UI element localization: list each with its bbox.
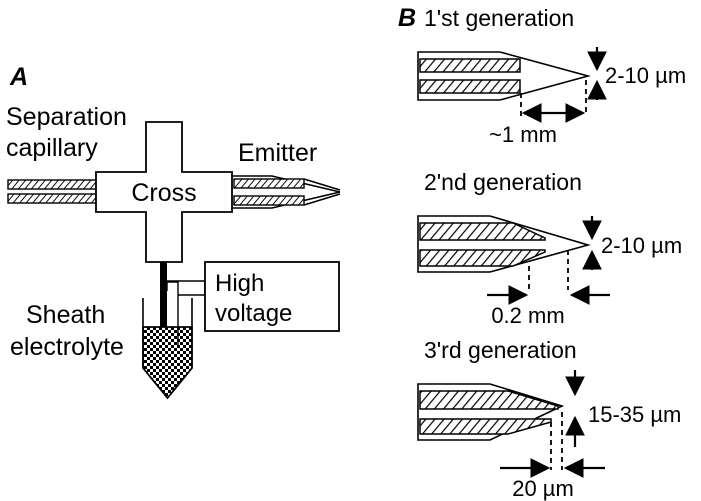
generation-2-length-dimension: 0.2 mm bbox=[491, 303, 564, 328]
panel-a: A Separation capillary Emitter Cross bbox=[6, 63, 341, 400]
generation-1-wall-top bbox=[419, 58, 521, 73]
emitter-wall-bottom bbox=[233, 195, 305, 206]
electrode-line bbox=[160, 262, 167, 354]
sheath-electrolyte-label-line2: electrolyte bbox=[10, 333, 124, 361]
high-voltage-label-line2: voltage bbox=[215, 300, 292, 327]
generation-3-wall-top bbox=[419, 390, 559, 410]
generation-3-title: 3'rd generation bbox=[424, 337, 577, 363]
generation-1-wall-bottom bbox=[419, 79, 521, 94]
high-voltage-label-line1: High bbox=[215, 270, 264, 297]
generation-2-outer-body bbox=[417, 215, 591, 273]
generation-3: 3'rd generation 15-35 µm 20 µm bbox=[417, 337, 681, 501]
panel-a-letter: A bbox=[9, 63, 28, 91]
generation-2-wall-top bbox=[419, 222, 546, 241]
high-voltage-box bbox=[204, 261, 340, 332]
generation-2: 2'nd generation 2-10 µm 0.2 mm bbox=[417, 169, 682, 328]
generation-2-title: 2'nd generation bbox=[424, 169, 582, 195]
separation-capillary-label-line1: Separation bbox=[6, 103, 127, 131]
generation-3-length-dimension: 20 µm bbox=[512, 476, 574, 501]
generation-1-outer-body bbox=[417, 51, 592, 101]
generation-3-wall-bottom bbox=[419, 418, 552, 435]
panel-b-letter: B bbox=[398, 4, 416, 32]
sheath-electrolyte-label-line1: Sheath bbox=[26, 301, 105, 329]
generation-1-tip-dimension: 2-10 µm bbox=[605, 63, 686, 88]
emitter-assembly bbox=[232, 175, 341, 209]
emitter-label: Emitter bbox=[238, 139, 317, 167]
cross-fitting bbox=[95, 121, 233, 263]
generation-3-tip-dimension: 15-35 µm bbox=[588, 402, 681, 427]
generation-2-tip-dimension: 2-10 µm bbox=[601, 233, 682, 258]
generation-1: 1'st generation 2-10 µm ~1 mm bbox=[417, 5, 686, 147]
sheath-electrolyte-vial bbox=[142, 298, 193, 400]
generation-1-length-dimension: ~1 mm bbox=[489, 122, 557, 147]
emitter-wall-top bbox=[233, 178, 305, 189]
separation-capillary-label-line2: capillary bbox=[6, 134, 98, 162]
panel-b: B 1'st generation 2-10 µm ~1 mm 2'nd gen… bbox=[398, 4, 686, 501]
generation-1-title: 1'st generation bbox=[424, 5, 574, 31]
generation-2-wall-bottom bbox=[419, 249, 546, 267]
cross-label: Cross bbox=[131, 179, 196, 207]
